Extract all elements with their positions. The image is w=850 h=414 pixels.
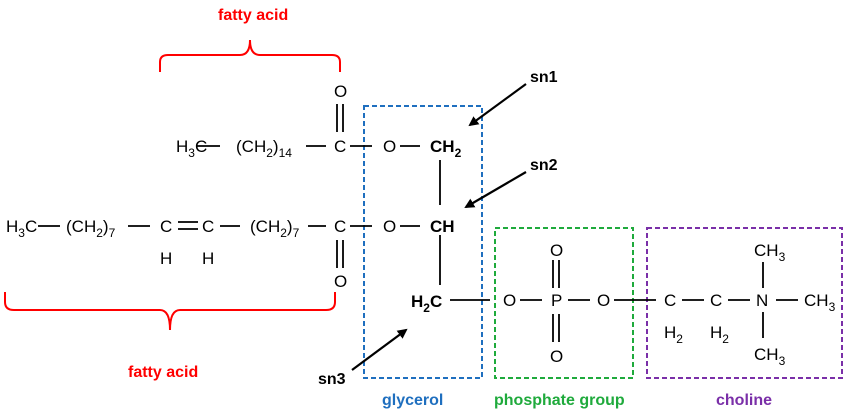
alkene-c-atom-2: C <box>202 217 214 236</box>
choline-h2-atom-2: H2 <box>710 323 729 346</box>
choline-box <box>646 227 843 379</box>
choline-label: choline <box>716 392 772 409</box>
choline-c-atom-2: C <box>710 291 722 310</box>
phosphorus-atom: P <box>551 291 562 310</box>
ch2-glycerol-atom: CH2 <box>430 137 462 160</box>
alkene-h-atom-2: H <box>202 249 214 268</box>
choline-ch3-atom-right: CH3 <box>804 291 836 314</box>
choline-ch3-atom-top: CH3 <box>754 241 786 264</box>
ch2-7-atom-right: (CH2)7 <box>250 217 300 240</box>
carbonyl-c-atom-row1: C <box>334 137 346 156</box>
phosphate-o-atom-bottom: O <box>550 347 563 366</box>
glycerol-box <box>363 105 483 379</box>
phosphate-o-atom-right: O <box>597 291 610 310</box>
ester-o-atom-row1: O <box>383 137 396 156</box>
alkene-c-atom-1: C <box>160 217 172 236</box>
phosphate-group-box <box>494 227 634 379</box>
carbonyl-o-atom-row2: O <box>334 272 347 291</box>
carbonyl-c-atom-row2: C <box>334 217 346 236</box>
fatty-acid-top-brace <box>159 39 341 72</box>
h3c-atom-row2: H3C <box>6 217 37 240</box>
phosphate-o-atom-top: O <box>550 241 563 260</box>
sn1-label: sn1 <box>530 69 558 86</box>
fatty-acid-top-label: fatty acid <box>218 7 288 24</box>
fatty-acid-bottom-brace <box>4 292 336 331</box>
fatty-acid-bottom-label: fatty acid <box>128 364 198 381</box>
sn3-arrow <box>351 328 408 371</box>
carbonyl-o-atom-row1: O <box>334 82 347 101</box>
h2c-glycerol-atom: H2C <box>411 292 442 315</box>
phosphate-group-label: phosphate group <box>494 392 625 409</box>
nitrogen-atom: N <box>756 291 768 310</box>
sn2-label: sn2 <box>530 157 558 174</box>
h3c-atom-row1: H3C <box>176 137 207 160</box>
choline-h2-atom-1: H2 <box>664 323 683 346</box>
ester-o-atom-row2: O <box>383 217 396 236</box>
ch2-7-atom-left: (CH2)7 <box>66 217 116 240</box>
glycerol-label: glycerol <box>382 392 443 409</box>
choline-c-atom-1: C <box>664 291 676 310</box>
ch-glycerol-atom: CH <box>430 217 455 236</box>
sn2-arrow <box>464 171 527 209</box>
sn1-arrow <box>468 83 527 127</box>
alkene-h-atom-1: H <box>160 249 172 268</box>
sn3-label: sn3 <box>318 371 346 388</box>
choline-ch3-atom-bottom: CH3 <box>754 345 786 368</box>
phosphate-o-atom-left: O <box>503 291 516 310</box>
ch2-14-atom: (CH2)14 <box>236 137 292 160</box>
